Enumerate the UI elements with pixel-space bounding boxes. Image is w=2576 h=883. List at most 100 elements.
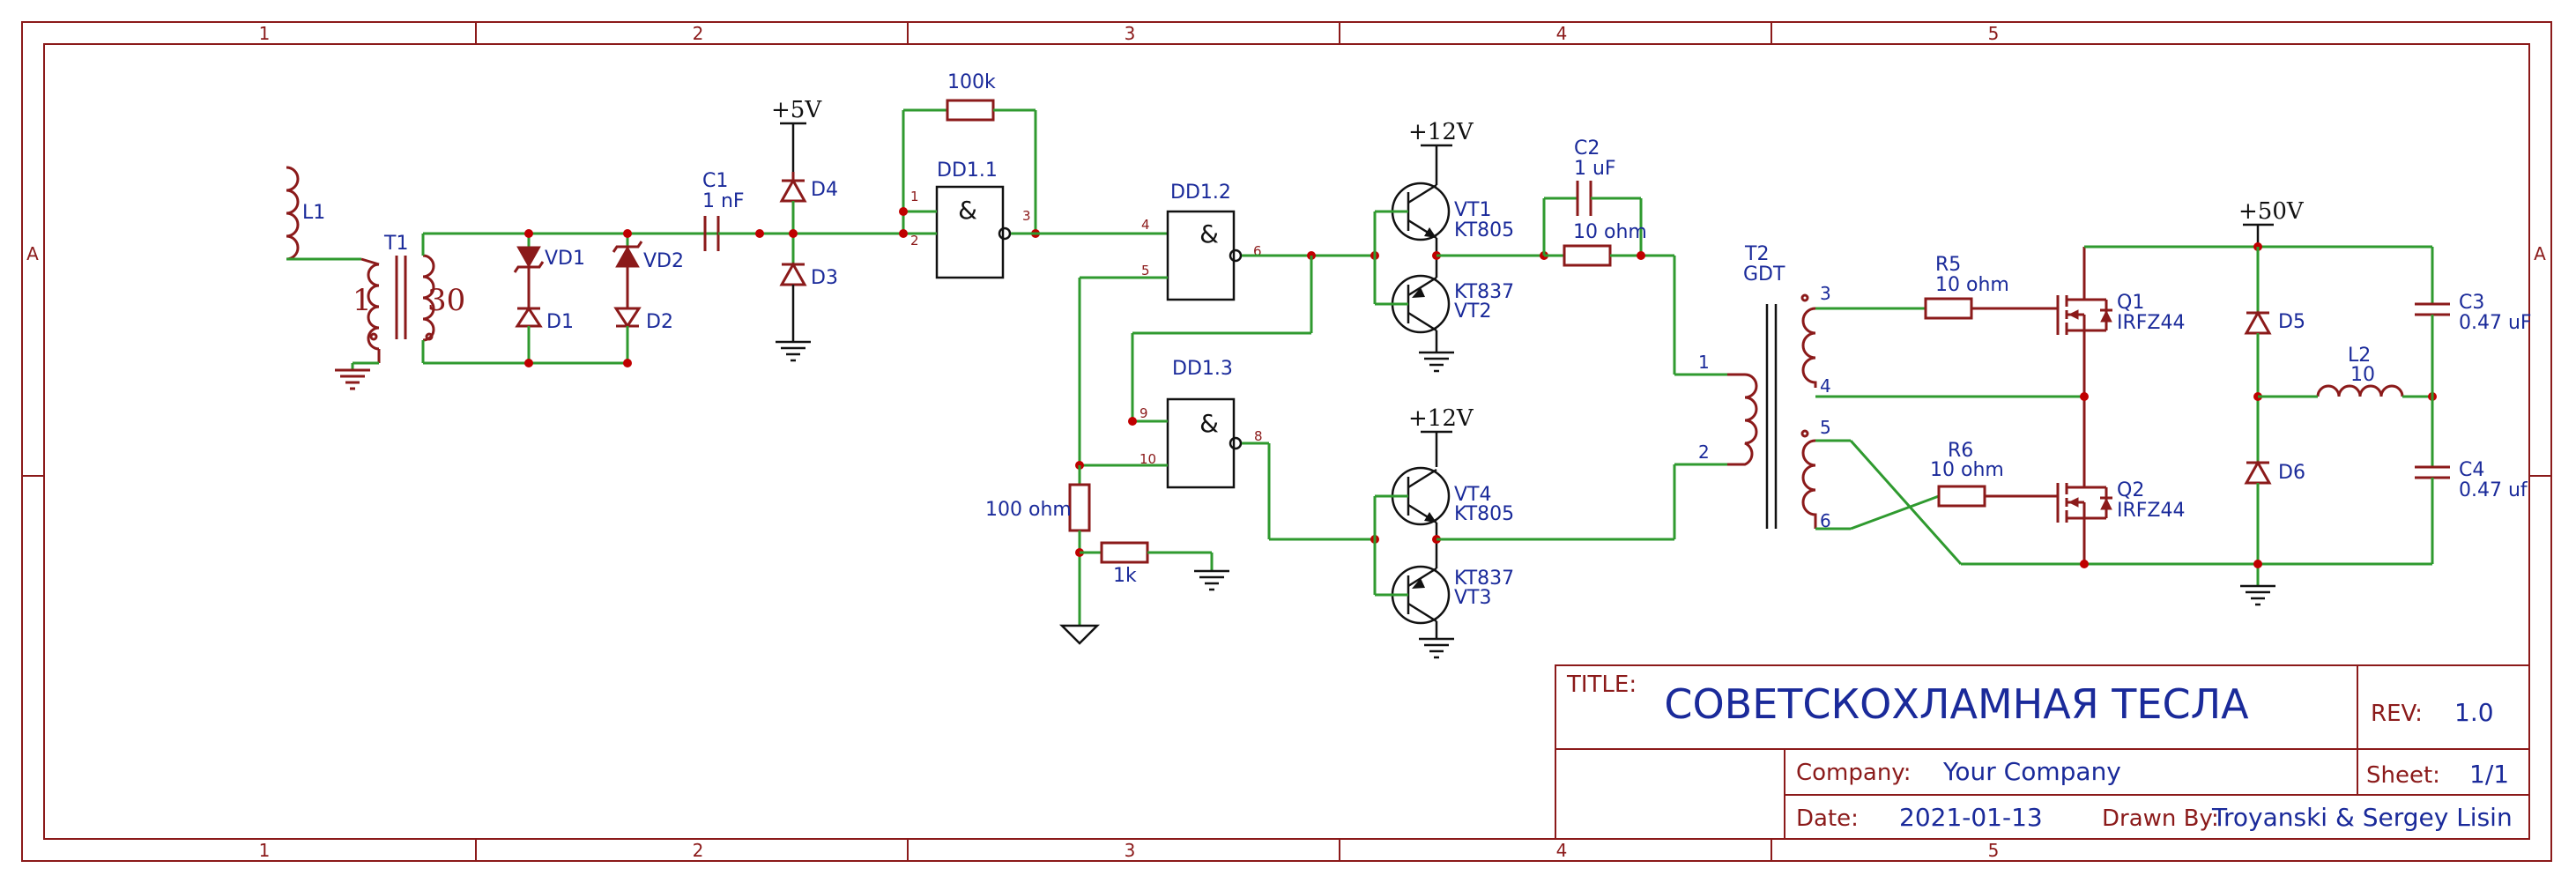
- drawn-by-value: Troyanski & Sergey Lisin: [2211, 803, 2513, 832]
- vt1-label: VT1: [1454, 199, 1492, 221]
- r-feedback-value: 100k: [947, 71, 996, 93]
- vt2-label: VT2: [1454, 301, 1492, 323]
- t1-label: T1: [383, 233, 408, 255]
- dd1-1-symbol: &: [958, 196, 977, 225]
- d2-diode: [613, 307, 642, 329]
- r-100-ohm: [1068, 483, 1091, 532]
- drawn-by-label: Drawn By:: [2102, 805, 2219, 832]
- t2-type: GDT: [1743, 263, 1785, 286]
- r6-value: 10 ohm: [1930, 459, 2004, 481]
- col-label-top-2: 2: [693, 23, 704, 44]
- input-stage: L1 T1 1 30 V: [286, 97, 903, 390]
- power-50v: +50V: [2238, 198, 2305, 225]
- t2-primary-coil: [1727, 373, 1758, 466]
- dd1-2-gate: [1166, 210, 1236, 301]
- r-100-ohm-value: 100 ohm: [985, 499, 1072, 521]
- q2-label: Q2: [2117, 479, 2144, 501]
- d2-label: D2: [646, 311, 673, 333]
- title-label: TITLE:: [1566, 672, 1637, 698]
- dd1-2-symbol: &: [1199, 219, 1219, 249]
- dd1-3-label: DD1.3: [1172, 358, 1233, 380]
- q1-mosfet: [2056, 247, 2112, 397]
- r-feedback-100k: [946, 99, 995, 122]
- l1-label: L1: [302, 202, 325, 224]
- r-c2-value: 10 ohm: [1573, 221, 1647, 243]
- power-12v-bottom: +12V: [1408, 405, 1474, 432]
- t2-pin-4: 4: [1820, 375, 1831, 397]
- c4-value: 0.47 uf: [2459, 479, 2528, 501]
- dd1-2-pin-4: 4: [1141, 217, 1150, 233]
- rev-value: 1.0: [2454, 698, 2494, 727]
- dd1-1-pin-3: 3: [1022, 208, 1031, 224]
- power-5v: +5V: [771, 97, 822, 123]
- sheet-label: Sheet:: [2366, 762, 2440, 789]
- signal-ground-symbol: [1058, 624, 1101, 645]
- t1-secondary-coil: [422, 254, 435, 342]
- d3-diode: [779, 261, 807, 286]
- q1-label: Q1: [2117, 292, 2144, 314]
- t2-label: T2: [1744, 243, 1769, 265]
- col-label-bottom-5: 5: [1988, 840, 2000, 861]
- rev-label: REV:: [2371, 701, 2423, 727]
- t2-pin-1: 1: [1698, 352, 1710, 373]
- vt3-label: VT3: [1454, 587, 1492, 609]
- sheet-value: 1/1: [2469, 760, 2509, 789]
- dd1-3-symbol: &: [1199, 409, 1219, 438]
- dd1-3-pin-8: 8: [1254, 428, 1263, 444]
- c1-label: C1: [702, 170, 728, 192]
- t1-primary-coil: [367, 263, 380, 351]
- vd1-zener: [516, 246, 541, 269]
- driver-stage: +12V VT1 KT805 KT837 VT2: [1373, 119, 1727, 659]
- r-1k: [1100, 541, 1149, 564]
- c1-value: 1 nF: [702, 190, 745, 212]
- col-label-bottom-1: 1: [259, 840, 271, 861]
- title-block: TITLE: СОВЕТСКОХЛАМНАЯ ТЕСЛА REV: 1.0 Co…: [1555, 664, 2530, 840]
- date-label: Date:: [1796, 805, 1859, 832]
- t1-ratio-secondary: 30: [427, 283, 465, 318]
- vd1-label: VD1: [545, 248, 585, 270]
- r-1k-value: 1k: [1113, 565, 1137, 587]
- col-label-top-5: 5: [1988, 23, 2000, 44]
- d6-diode: [2244, 459, 2272, 485]
- c2-label: C2: [1574, 137, 1600, 160]
- vd2-zener: [615, 245, 640, 268]
- dd1-2-label: DD1.2: [1170, 182, 1231, 204]
- l1-coil: [286, 166, 300, 261]
- dd1-2-pin-5: 5: [1141, 263, 1150, 278]
- col-label-bottom-2: 2: [693, 840, 704, 861]
- row-label-right-a: A: [2534, 243, 2546, 264]
- d5-label: D5: [2278, 311, 2305, 333]
- r5-label: R5: [1935, 254, 1961, 276]
- c2-value: 1 uF: [1574, 158, 1616, 180]
- r6-label: R6: [1948, 440, 1973, 462]
- power-12v-top: +12V: [1408, 119, 1474, 145]
- t1-ratio-primary: 1: [353, 283, 372, 318]
- q2-mosfet: [2056, 397, 2112, 564]
- vt2-part: KT837: [1454, 281, 1514, 303]
- col-label-bottom-4: 4: [1556, 840, 1568, 861]
- power-stage: R5 10 ohm Q1 IRFZ44 R6 10 ohm: [1924, 198, 2532, 606]
- vt4-label: VT4: [1454, 484, 1492, 506]
- r5-resistor: [1924, 297, 1973, 320]
- frame-labels: 1 2 3 4 5 1 2 3 4 5 A A: [26, 23, 2546, 861]
- logic-stage: 100k & DD1.1 1 2 3 & DD1.2 4 5 6 &: [899, 71, 1379, 645]
- d5-diode: [2244, 309, 2272, 335]
- date-value: 2021-01-13: [1899, 803, 2043, 832]
- dd1-3-pin-9: 9: [1140, 405, 1148, 421]
- dd1-3-gate: [1166, 397, 1236, 489]
- t2-secondary-coil-b: [1801, 439, 1817, 529]
- t2-pin-3: 3: [1820, 283, 1831, 304]
- dd1-2-pin-6: 6: [1253, 243, 1262, 259]
- row-label-left-a: A: [26, 243, 39, 264]
- drawing-frame: [21, 21, 2552, 862]
- dd1-1-pin-1: 1: [910, 189, 919, 204]
- r-c2-10-ohm: [1563, 244, 1612, 267]
- c3-label: C3: [2459, 292, 2484, 314]
- l2-value: 10: [2350, 364, 2375, 386]
- dd1-1-pin-2: 2: [910, 233, 919, 249]
- company-value: Your Company: [1942, 757, 2121, 786]
- col-label-bottom-3: 3: [1125, 840, 1136, 861]
- t2-pin-6: 6: [1820, 510, 1831, 531]
- c3-value: 0.47 uF: [2459, 312, 2532, 334]
